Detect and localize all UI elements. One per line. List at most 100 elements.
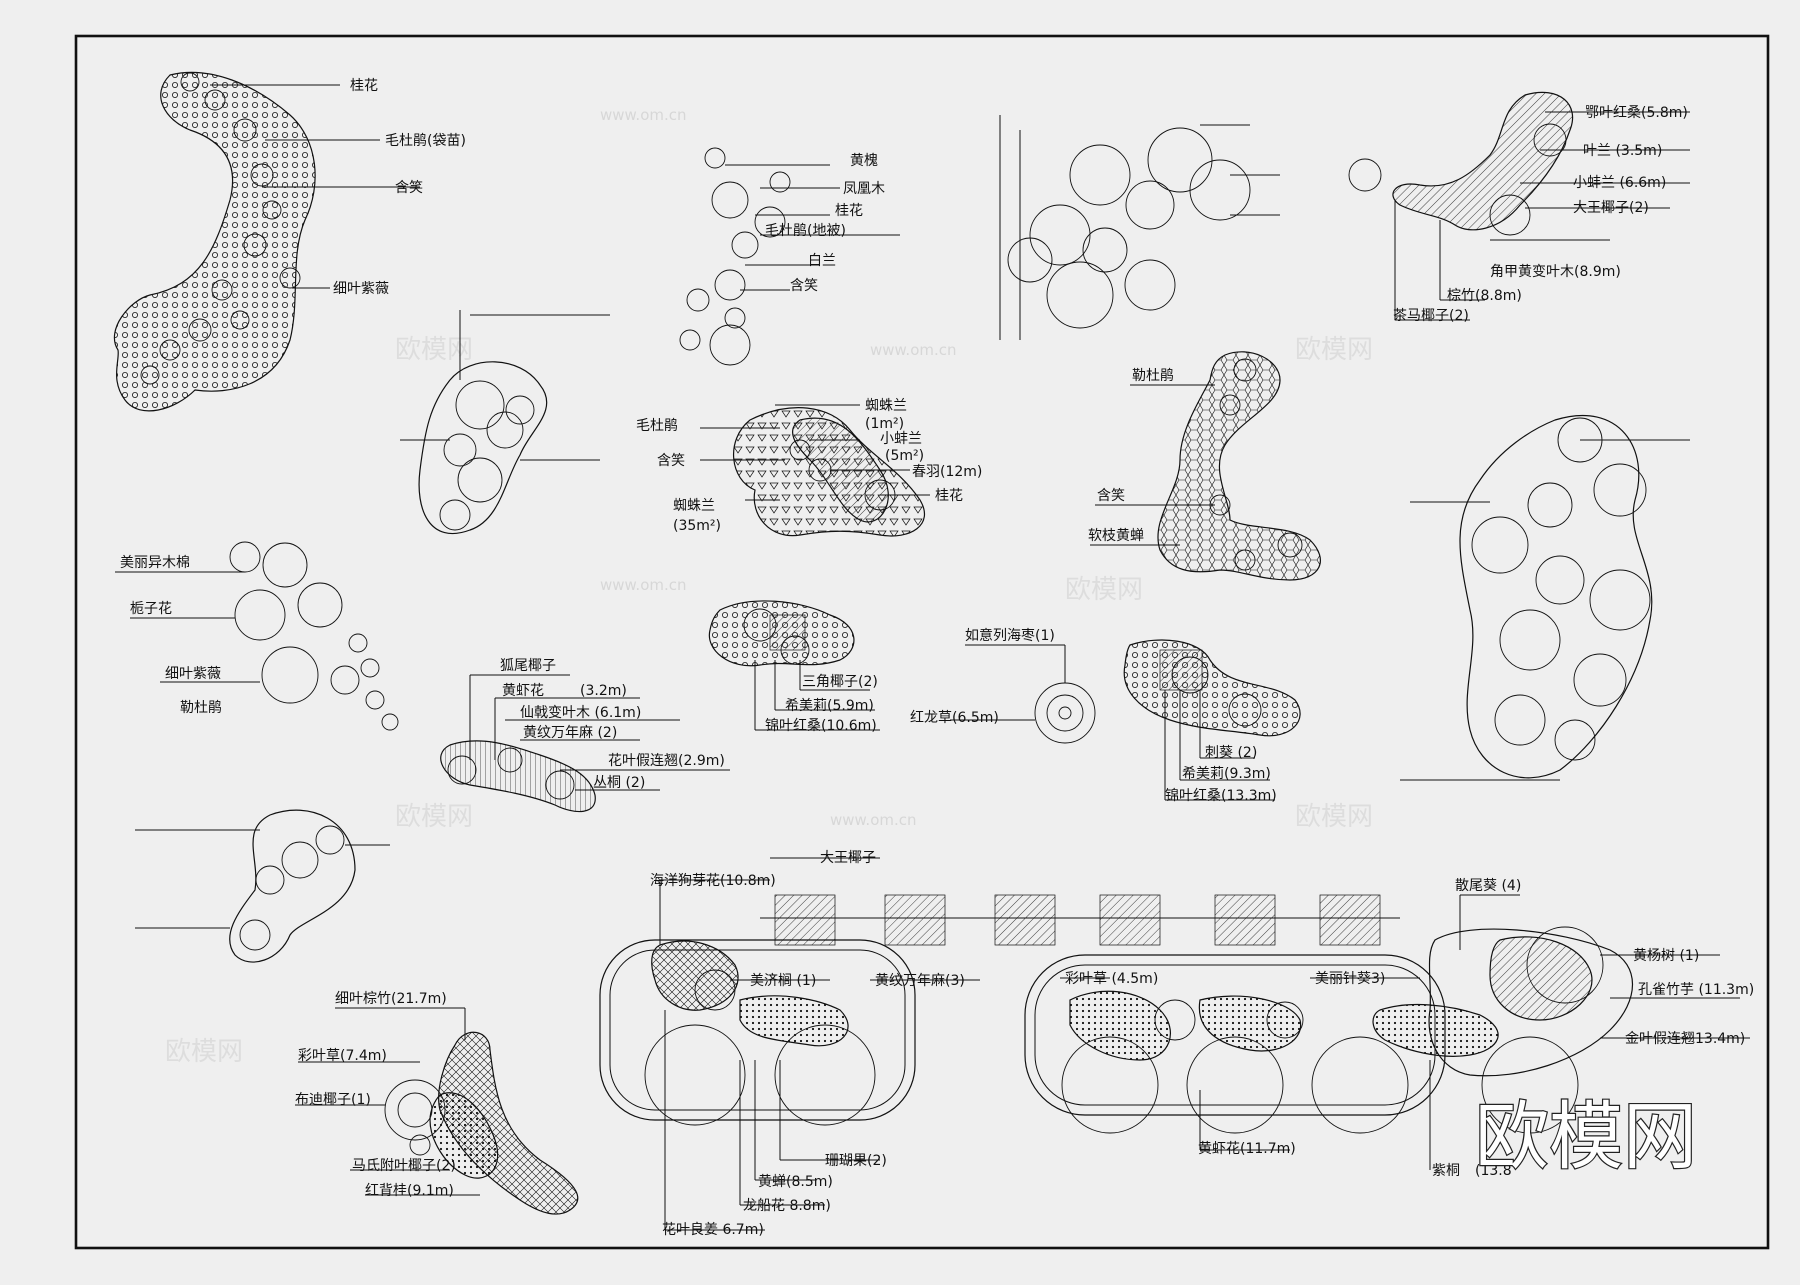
plant-label: 细叶紫薇 <box>333 281 389 297</box>
plant-label: 黄虾花 <box>502 682 544 699</box>
plant-label: 毛杜鹃 <box>636 417 678 434</box>
plant-label: (5m²) <box>885 448 924 464</box>
plant-label: 黄虾花(11.7m) <box>1198 1140 1296 1157</box>
plant-label: (35m²) <box>673 518 721 534</box>
plant-label: 彩叶草(7.4m) <box>298 1048 387 1064</box>
watermark-text: 欧模网 <box>395 802 473 832</box>
drawing-frame <box>74 34 1770 1250</box>
plant-label: 红龙草(6.5m) <box>910 710 999 726</box>
plant-label: 小蚌兰 (6.6m) <box>1573 175 1666 191</box>
planting-bed-7: 狐尾椰子 黄虾花 (3.2m) 仙戟变叶木 (6.1m) 黄纹万年麻 (2) 花… <box>440 658 730 813</box>
plant-label: 黄蝉(8.5m) <box>758 1173 833 1190</box>
plant-label: 桂花 <box>350 78 378 94</box>
planting-bed-1: 桂花 毛杜鹃(袋苗) 含笑 细叶紫薇 <box>113 71 466 412</box>
plant-label: 黄槐 <box>850 152 878 169</box>
planting-bed-2: 黄槐 凤凰木 桂花 毛杜鹃(地被) 白兰 含笑 <box>679 147 900 366</box>
plant-label: 鄂叶红桑(5.8m) <box>1585 105 1688 121</box>
plant-label: 珊瑚果(2) <box>825 1153 887 1169</box>
planting-bed-10: 刺葵 (2) 希美莉(9.3m) 锦叶红桑(13.3m) <box>1123 639 1301 804</box>
plant-label: 桂花 <box>835 203 863 219</box>
watermark-url: www.om.cn <box>600 106 687 124</box>
plant-label: 大王椰子 <box>820 850 876 866</box>
plant-label: 金叶假连翘13.4m) <box>1625 1031 1745 1047</box>
plant-label: 如意列海枣(1) <box>965 627 1055 644</box>
watermark-text: 欧模网 <box>1295 802 1373 832</box>
planting-bed-11: 大王椰子 海洋狗芽花(10.8m) 美济榈 (1) 黄纹万年麻(3) 彩叶草 (… <box>599 850 1754 1238</box>
plant-label: 黄纹万年麻(3) <box>875 972 965 989</box>
palm-row <box>760 894 1400 946</box>
plant-label: 含笑 <box>1097 488 1125 504</box>
plant-label: 黄纹万年麻 (2) <box>523 724 617 741</box>
plant-label: 蜘蛛兰 <box>673 498 715 514</box>
plant-label: 毛杜鹃(地被) <box>765 222 846 239</box>
plant-label: (1m²) <box>865 416 904 432</box>
plant-label: 黄杨树 (1) <box>1633 947 1699 964</box>
plant-label: 含笑 <box>657 453 685 469</box>
watermark-text: 欧模网 <box>165 1037 243 1067</box>
plant-label: 蜘蛛兰 <box>865 398 907 414</box>
plant-label: (13.8 <box>1475 1163 1512 1179</box>
plant-label: 仙戟变叶木 (6.1m) <box>520 705 641 721</box>
plant-label: 大王椰子(2) <box>1573 200 1649 216</box>
plant-label: 含笑 <box>790 278 818 294</box>
planting-bed-5: 勒杜鹃 含笑 软枝黄蝉 <box>1088 351 1321 581</box>
planting-bed-12: 细叶棕竹(21.7m) 彩叶草(7.4m) 布迪椰子(1) 马氏附叶椰子(2) … <box>295 991 579 1215</box>
plant-label: (3.2m) <box>580 683 627 699</box>
watermark-url: www.om.cn <box>600 576 687 594</box>
plant-label: 细叶紫薇 <box>165 666 221 682</box>
plant-label: 叶兰 (3.5m) <box>1583 143 1662 159</box>
plant-label: 紫桐 <box>1432 1163 1460 1179</box>
watermark-text: 欧模网 <box>1295 335 1373 365</box>
planting-bed-6: 美丽异木棉 栀子花 细叶紫薇 勒杜鹃 <box>115 541 399 731</box>
plant-label: 勒杜鹃 <box>180 699 222 716</box>
plant-label: 美丽针葵3) <box>1315 971 1385 987</box>
plant-label: 布迪椰子(1) <box>295 1092 371 1108</box>
plant-label: 红背桂(9.1m) <box>365 1183 454 1199</box>
plant-label: 彩叶草 (4.5m) <box>1065 971 1158 987</box>
planting-bed-dense-1 <box>999 115 1280 340</box>
plant-label: 孔雀竹芋 (11.3m) <box>1638 982 1754 998</box>
planting-bed-dense-3 <box>1400 414 1690 781</box>
plant-label: 桂花 <box>935 488 963 504</box>
plant-label: 散尾葵 (4) <box>1455 878 1521 894</box>
brand-logo: 欧模网 <box>1475 1094 1697 1180</box>
plant-label: 锦叶红桑(10.6m) <box>765 717 877 734</box>
plant-label: 锦叶红桑(13.3m) <box>1165 787 1277 804</box>
plant-label: 含笑 <box>395 180 423 196</box>
plant-label: 白兰 <box>808 253 836 269</box>
watermark-text: 欧模网 <box>1065 575 1143 605</box>
plant-label: 美济榈 (1) <box>750 973 816 989</box>
plant-label: 小蚌兰 <box>880 431 922 447</box>
plant-label: 马氏附叶椰子(2) <box>352 1158 456 1174</box>
plant-label: 花叶假连翘(2.9m) <box>608 753 725 769</box>
plant-label: 龙船花 8.8m) <box>743 1198 831 1214</box>
plant-label: 栀子花 <box>130 601 172 617</box>
plant-label: 美丽异木棉 <box>120 554 190 571</box>
watermark-url: www.om.cn <box>870 341 957 359</box>
plant-label: 凤凰木 <box>843 181 885 197</box>
plant-label: 希美莉(5.9m) <box>785 698 874 714</box>
watermark-url: www.om.cn <box>830 811 917 829</box>
plant-label: 刺葵 (2) <box>1205 745 1257 761</box>
plant-label: 棕竹(8.8m) <box>1447 288 1522 304</box>
planting-bed-9: 如意列海枣(1) 红龙草(6.5m) <box>910 627 1096 744</box>
plant-label: 勒杜鹃 <box>1132 367 1174 384</box>
plant-label: 茶马椰子(2) <box>1393 308 1469 324</box>
watermark-layer: 欧模网 欧模网 欧模网 欧模网 欧模网 欧模网 www.om.cn www.om… <box>165 106 1373 1067</box>
plant-label: 角甲黄变叶木(8.9m) <box>1490 263 1621 280</box>
plant-label: 海洋狗芽花(10.8m) <box>650 873 776 889</box>
planting-bed-3: 鄂叶红桑(5.8m) 叶兰 (3.5m) 小蚌兰 (6.6m) 大王椰子(2) … <box>1348 91 1690 324</box>
planting-bed-dense-4 <box>135 809 390 963</box>
plant-label: 软枝黄蝉 <box>1088 527 1144 544</box>
plant-label: 花叶良姜 6.7m) <box>662 1222 764 1238</box>
plant-label: 三角椰子(2) <box>802 674 878 690</box>
planting-bed-4: 毛杜鹃 蜘蛛兰 (1m²) 小蚌兰 (5m²) 含笑 春羽(12m) 桂花 蜘蛛… <box>636 398 982 537</box>
plant-label: 狐尾椰子 <box>500 658 556 674</box>
plant-label: 春羽(12m) <box>912 464 982 480</box>
plant-label: 细叶棕竹(21.7m) <box>335 991 447 1007</box>
planting-bed-dense-2 <box>400 310 610 535</box>
planting-bed-8: 三角椰子(2) 希美莉(5.9m) 锦叶红桑(10.6m) <box>708 600 880 734</box>
plant-label: 希美莉(9.3m) <box>1182 766 1271 782</box>
